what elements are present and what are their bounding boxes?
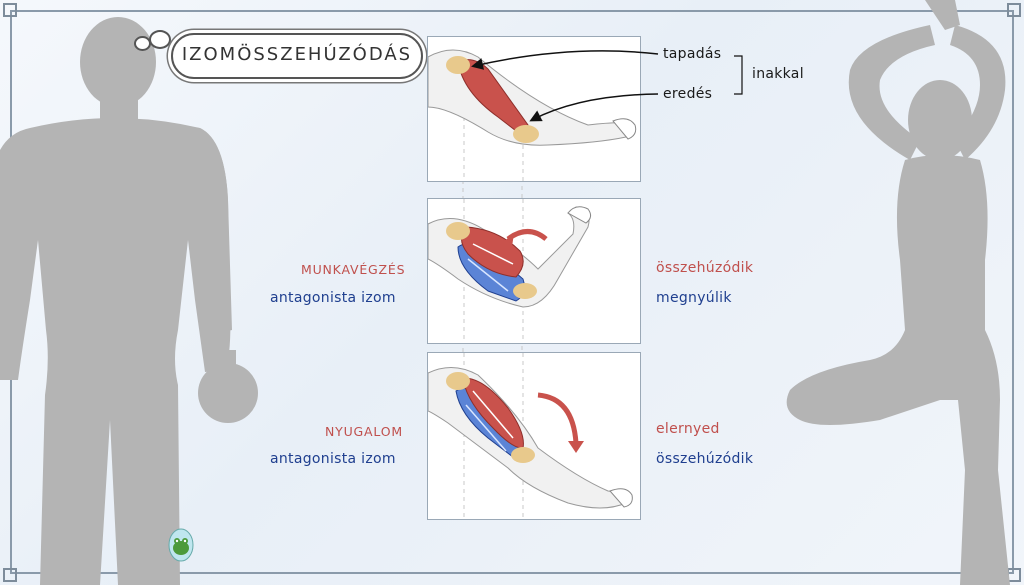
arm-illustration-extended [428, 353, 633, 519]
label-origin: eredés [663, 86, 713, 102]
label-antagonist-muscle-rest: antagonista izom [270, 451, 396, 467]
arm-illustration-relaxed [428, 49, 637, 181]
label-work-state: MUNKAVÉGZÉS [301, 262, 406, 277]
thought-bubble-icon [149, 30, 171, 49]
title-pill: IZOMÖSSZEHÚZÓDÁS [171, 33, 423, 79]
arm-panel-contraction [427, 198, 641, 344]
label-antagonist-muscle-work: antagonista izom [270, 290, 396, 306]
frame-corner-top-left [3, 3, 17, 17]
arm-illustration-flexed [428, 199, 592, 343]
page-title: IZOMÖSSZEHÚZÓDÁS [181, 44, 413, 65]
label-rest-state: NYUGALOM [325, 424, 403, 439]
frame-corner-bottom-left [3, 568, 17, 582]
label-antagonist-action-work: megnyúlik [656, 290, 732, 306]
label-insertion: tapadás [663, 46, 722, 62]
frame-top [10, 10, 1014, 12]
arrow-icon [529, 93, 659, 122]
bracket-icon [734, 55, 743, 95]
arm-panel-attachment [427, 36, 641, 182]
attachment-arrows [471, 50, 743, 122]
label-antagonist-action-rest: összehúzódik [656, 451, 754, 467]
left-silhouette-man-with-dumbbell [0, 17, 258, 585]
right-silhouette-yoga-pose [786, 0, 1010, 585]
arm-panel-rest [427, 352, 641, 520]
frame-corner-top-right [1007, 3, 1021, 17]
arrow-icon [471, 50, 659, 70]
frog-logo-icon [168, 528, 194, 562]
label-agonist-action-rest: elernyed [656, 421, 720, 437]
frame-right [1012, 10, 1014, 573]
label-agonist-action-work: összehúzódik [656, 260, 754, 276]
label-tendons: inakkal [752, 66, 804, 82]
frame-bottom [10, 572, 1014, 574]
